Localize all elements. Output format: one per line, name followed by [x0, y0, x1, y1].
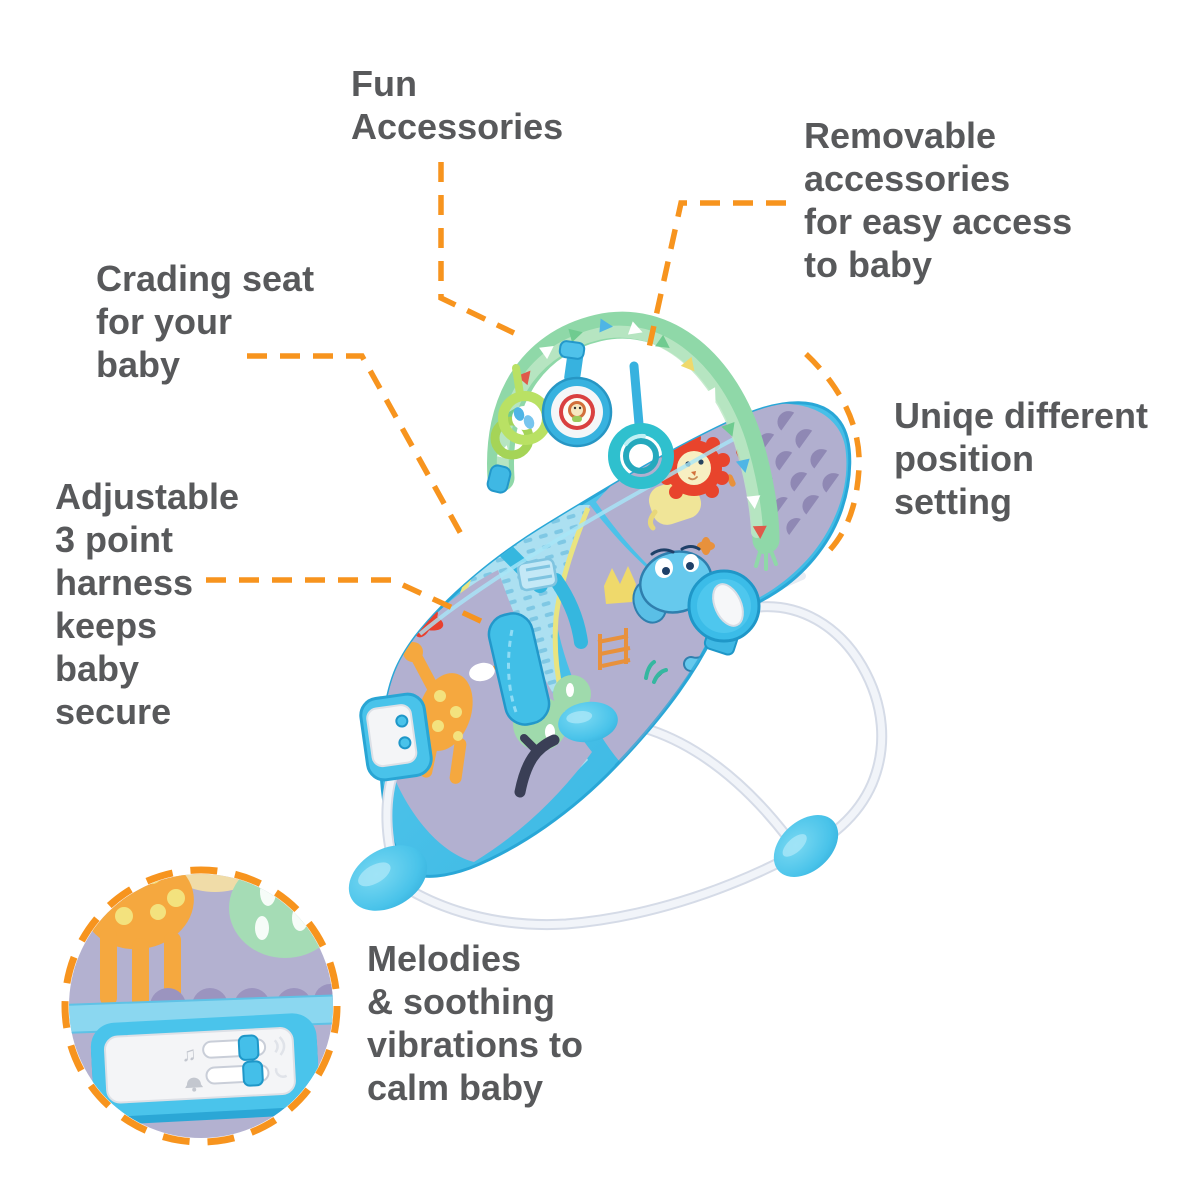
orange-flower	[697, 537, 715, 555]
leader-position-arc	[804, 352, 862, 554]
inset-panel: ♫	[90, 1013, 320, 1125]
leader-removable	[646, 200, 786, 349]
leader-fun-accessories	[438, 162, 516, 336]
ladder-print	[597, 628, 631, 670]
toy-bar	[486, 311, 780, 571]
label-crading-seat: Crading seat for your baby	[96, 258, 315, 385]
mini-lion	[568, 401, 586, 422]
music-note-icon: ♫	[181, 1043, 197, 1066]
speaker-icon	[273, 1036, 288, 1078]
label-removable: Removable accessories for easy access to…	[804, 115, 1073, 285]
grass-print	[644, 660, 668, 684]
mirror-toy	[541, 340, 613, 448]
crotch-pad	[487, 612, 551, 726]
vibration-control-box	[359, 692, 433, 782]
label-fun-accessories: Fun Accessories	[351, 63, 564, 147]
recline-hub	[687, 569, 761, 656]
arch-tassel	[754, 538, 778, 571]
arch-left-clamp	[486, 464, 512, 494]
frame-front	[348, 701, 839, 931]
foot-pad-left	[348, 845, 428, 911]
melody-slider-knob	[237, 1034, 260, 1061]
leader-crading-seat	[247, 353, 464, 536]
recline-button	[712, 583, 744, 627]
foot-pad-rear	[558, 701, 618, 743]
label-position: Uniqe different position setting	[894, 395, 1149, 522]
label-melodies: Melodies & soothing vibrations to calm b…	[367, 938, 584, 1108]
crown-print	[604, 566, 636, 604]
ring-toy	[608, 361, 674, 489]
vibration-icon	[185, 1077, 204, 1092]
foot-pad-right	[773, 815, 839, 877]
control-panel-inset: ♫	[61, 866, 341, 1146]
giraffe-print	[403, 642, 473, 784]
inset-dashed-circle	[61, 866, 341, 1146]
control-knob	[398, 736, 412, 750]
control-knob	[395, 714, 409, 728]
vibration-slider-knob	[242, 1060, 264, 1087]
label-harness: Adjustable 3 point harness keeps baby se…	[55, 476, 240, 732]
